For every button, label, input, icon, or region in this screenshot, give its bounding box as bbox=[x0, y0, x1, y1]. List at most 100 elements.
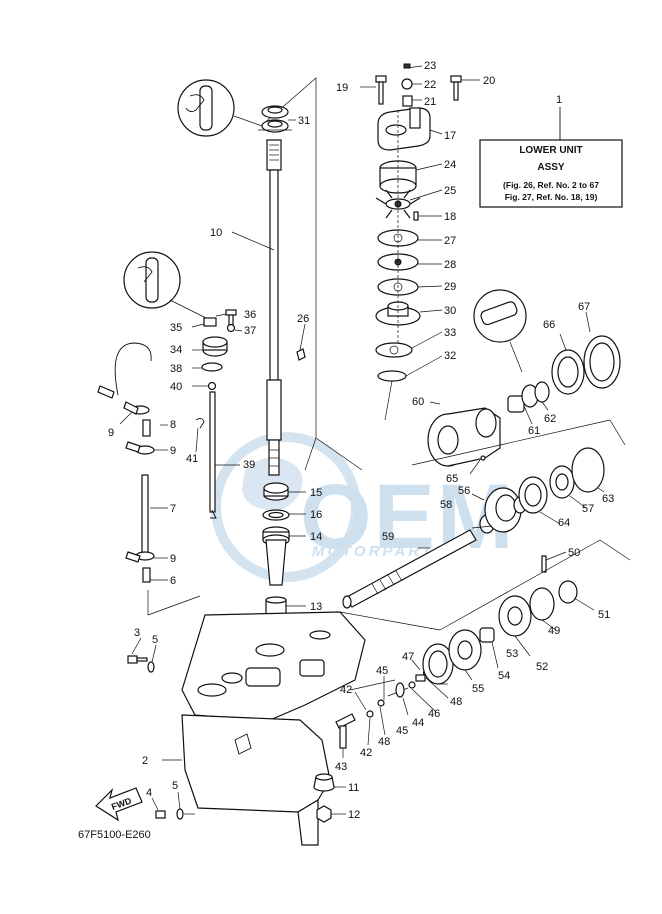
callout-34: 34 bbox=[170, 344, 182, 356]
box-ref-line-2: Fig. 27, Ref. No. 18, 19) bbox=[505, 192, 598, 202]
callout-28: 28 bbox=[444, 259, 456, 271]
callout-16: 16 bbox=[310, 509, 322, 521]
callout-46: 46 bbox=[428, 708, 440, 720]
callout-39: 39 bbox=[243, 459, 255, 471]
callout-29: 29 bbox=[444, 281, 456, 293]
shift-rod-assembly bbox=[97, 251, 306, 616]
callout-3: 3 bbox=[134, 627, 140, 639]
callout-38: 38 bbox=[170, 363, 182, 375]
callout-8: 8 bbox=[170, 419, 176, 431]
callout-24: 24 bbox=[444, 159, 456, 171]
box-title: LOWER UNIT bbox=[519, 145, 582, 156]
callout-48-left: 48 bbox=[378, 736, 390, 748]
callout-6: 6 bbox=[170, 575, 176, 587]
callout-23: 23 bbox=[424, 60, 436, 72]
watermark-brand: OEM bbox=[300, 466, 516, 568]
callout-10: 10 bbox=[210, 227, 222, 239]
callout-37: 37 bbox=[244, 325, 256, 337]
callout-42-bottom: 42 bbox=[360, 747, 372, 759]
callout-9-top: 9 bbox=[108, 427, 114, 439]
callout-62: 62 bbox=[544, 413, 556, 425]
callout-numbers: 23 22 21 19 20 17 24 25 18 27 28 29 30 3… bbox=[108, 60, 614, 821]
callout-11: 11 bbox=[348, 782, 359, 794]
drive-shaft bbox=[266, 139, 282, 476]
callout-47: 47 bbox=[402, 651, 414, 663]
diagram-code: 67F5100-E260 bbox=[78, 829, 151, 841]
pinion-gear bbox=[313, 773, 335, 823]
callout-65: 65 bbox=[446, 473, 458, 485]
callout-44: 44 bbox=[412, 717, 424, 729]
reverse-gear-group bbox=[422, 539, 631, 685]
callout-36: 36 bbox=[244, 309, 256, 321]
callout-42-top: 42 bbox=[340, 684, 352, 696]
callout-13: 13 bbox=[310, 601, 322, 613]
callout-9-mid: 9 bbox=[170, 445, 176, 457]
lower-unit-assy-label: 1 LOWER UNIT ASSY (Fig. 26, Ref. No. 2 t… bbox=[479, 94, 623, 208]
callout-33: 33 bbox=[444, 327, 456, 339]
box-ref-line-1: (Fig. 26, Ref. No. 2 to 67 bbox=[503, 180, 599, 190]
pin-detail-inset bbox=[177, 79, 263, 137]
callout-61: 61 bbox=[528, 425, 540, 437]
callout-7: 7 bbox=[170, 503, 176, 515]
callout-49: 49 bbox=[548, 625, 560, 637]
callout-2: 2 bbox=[142, 755, 148, 767]
callout-45-bottom: 45 bbox=[396, 725, 408, 737]
callout-56: 56 bbox=[458, 485, 470, 497]
housing-bolts bbox=[127, 655, 195, 820]
callout-66: 66 bbox=[543, 319, 555, 331]
watermark: OEM MOTORPARTS bbox=[211, 432, 516, 582]
callout-51: 51 bbox=[598, 609, 610, 621]
callout-30: 30 bbox=[444, 305, 456, 317]
callout-41: 41 bbox=[186, 453, 198, 465]
callout-52: 52 bbox=[536, 661, 548, 673]
callout-20: 20 bbox=[483, 75, 495, 87]
callout-18: 18 bbox=[444, 211, 456, 223]
callout-67: 67 bbox=[578, 301, 590, 313]
callout-48-right: 48 bbox=[450, 696, 462, 708]
water-pump-assembly bbox=[375, 63, 462, 421]
callout-12: 12 bbox=[348, 809, 360, 821]
callout-9-bottom: 9 bbox=[170, 553, 176, 565]
callout-40: 40 bbox=[170, 381, 182, 393]
watermark-tagline: MOTORPARTS bbox=[312, 543, 447, 560]
callout-53: 53 bbox=[506, 648, 518, 660]
driveshaft-group-frame bbox=[261, 77, 363, 471]
callout-17: 17 bbox=[444, 130, 456, 142]
callout-60: 60 bbox=[412, 396, 424, 408]
callout-15: 15 bbox=[310, 487, 322, 499]
callout-5-bottom: 5 bbox=[172, 780, 178, 792]
callout-31: 31 bbox=[298, 115, 310, 127]
rear-bearings bbox=[411, 419, 626, 514]
callout-26: 26 bbox=[297, 313, 309, 325]
leader-lines bbox=[119, 65, 605, 815]
callout-21: 21 bbox=[424, 96, 436, 108]
callout-4: 4 bbox=[146, 787, 152, 799]
callout-57: 57 bbox=[582, 503, 594, 515]
callout-54: 54 bbox=[498, 670, 510, 682]
callout-32: 32 bbox=[444, 350, 456, 362]
forward-direction-arrow: FWD bbox=[95, 787, 143, 822]
callout-45-top: 45 bbox=[376, 665, 388, 677]
callout-25: 25 bbox=[444, 185, 456, 197]
callout-43: 43 bbox=[335, 761, 347, 773]
callout-1: 1 bbox=[556, 94, 562, 106]
callout-5-top: 5 bbox=[152, 634, 158, 646]
callout-55: 55 bbox=[472, 683, 484, 695]
callout-19: 19 bbox=[336, 82, 348, 94]
upper-bearing bbox=[258, 105, 292, 133]
gear-case bbox=[181, 611, 441, 846]
callout-22: 22 bbox=[424, 79, 436, 91]
callout-58: 58 bbox=[440, 499, 452, 511]
callout-59: 59 bbox=[382, 531, 394, 543]
propeller-shaft bbox=[342, 529, 477, 609]
callout-50: 50 bbox=[568, 547, 580, 559]
callout-35: 35 bbox=[170, 322, 182, 334]
callout-63: 63 bbox=[602, 493, 614, 505]
callout-27: 27 bbox=[444, 235, 456, 247]
box-subtitle: ASSY bbox=[537, 162, 565, 173]
callout-64: 64 bbox=[558, 517, 570, 529]
forward-gear bbox=[479, 487, 527, 534]
bearing-housing bbox=[427, 289, 621, 467]
callout-14: 14 bbox=[310, 531, 322, 543]
